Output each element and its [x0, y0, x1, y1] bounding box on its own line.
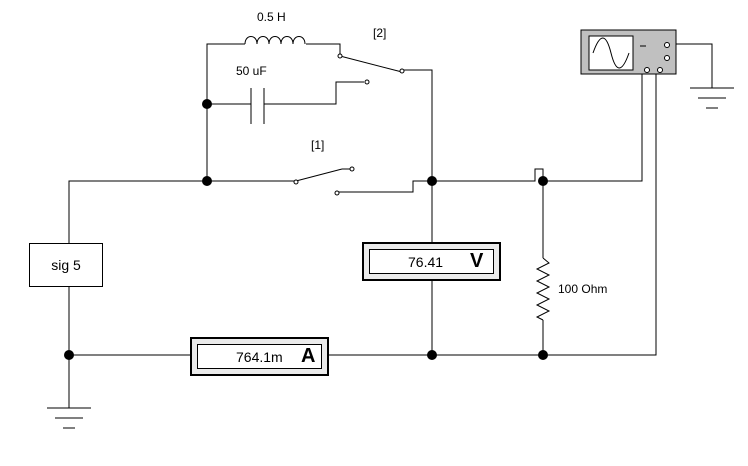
ground-icon	[47, 407, 91, 429]
switch-1-label: [1]	[311, 138, 325, 152]
inductor-branch-wire	[206, 43, 341, 104]
capacitor-symbol	[250, 88, 265, 124]
oscilloscope-icon[interactable]	[580, 29, 677, 75]
ammeter[interactable]: 764.1m A	[190, 337, 329, 376]
voltmeter-value: 76.41	[408, 254, 444, 270]
signal-source[interactable]: sig 5	[29, 243, 103, 287]
resistor-label: 100 Ohm	[558, 282, 608, 296]
voltmeter-unit: V	[470, 250, 484, 272]
switch-1[interactable]	[295, 168, 432, 193]
signal-source-label: sig 5	[51, 257, 81, 273]
resistor-symbol	[535, 257, 551, 321]
voltmeter[interactable]: 76.41 V	[362, 242, 501, 281]
ammeter-value: 764.1m	[236, 349, 283, 365]
ground-icon	[690, 87, 734, 109]
scope-ground-wire	[670, 43, 713, 88]
ammeter-display: 764.1m A	[197, 344, 322, 369]
junction-dots	[64, 99, 548, 360]
switch-2[interactable]	[339, 55, 433, 181]
right-wires	[431, 74, 657, 356]
inductor-symbol	[244, 36, 306, 45]
ammeter-unit: A	[301, 345, 316, 367]
capacitor-label: 50 uF	[236, 64, 267, 78]
main-wire	[68, 104, 296, 262]
inductor-label: 0.5 H	[257, 10, 286, 24]
voltmeter-display: 76.41 V	[369, 249, 494, 274]
switch-2-label: [2]	[373, 26, 387, 40]
capacitor-branch-wire	[207, 81, 364, 105]
